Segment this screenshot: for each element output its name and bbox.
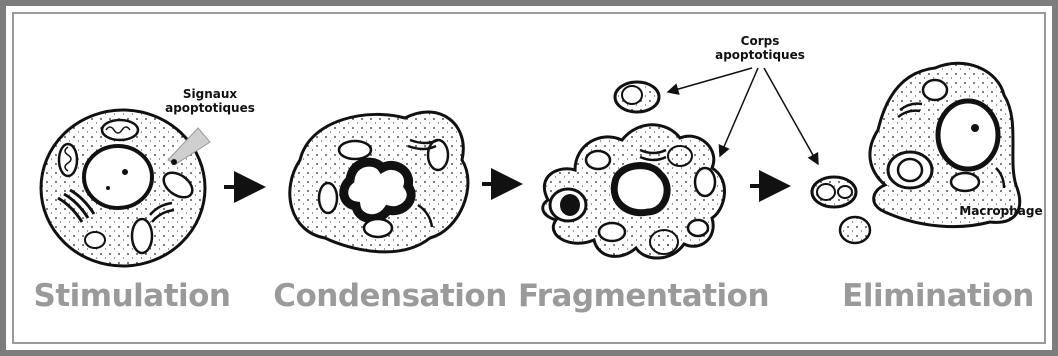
signals-line1: Signaux	[155, 87, 265, 101]
apoptotic-body	[840, 217, 870, 243]
stimulation-cell	[41, 110, 210, 266]
mitochondrion	[59, 144, 77, 176]
stage-label-elimination: Elimination	[838, 278, 1038, 322]
phagosome	[888, 152, 932, 188]
mitochondrion	[586, 151, 610, 169]
signals-line2: apoptotiques	[155, 101, 265, 115]
mitochondrion	[364, 219, 392, 237]
condensation-cell	[290, 112, 468, 252]
mitochondrion	[102, 120, 138, 140]
nucleus	[84, 146, 152, 208]
mitochondrion	[428, 140, 448, 170]
vesicle	[85, 232, 105, 248]
mitochondrion	[695, 168, 715, 196]
stage-label-stimulation: Stimulation	[22, 278, 242, 322]
signals-annotation: Signaux apoptotiques	[155, 87, 265, 115]
mitochondrion	[339, 141, 371, 159]
mitochondrion	[688, 220, 708, 236]
mitochondrion	[599, 223, 625, 241]
mitochondrion	[319, 183, 337, 213]
macrophage-nucleus	[938, 101, 998, 169]
stage-label-fragmentation: Fragmentation	[518, 278, 768, 322]
bodies-annotation: Corps apoptotiques	[705, 34, 815, 62]
stage-label-condensation: Condensation	[270, 278, 510, 322]
bodies-line2: apoptotiques	[705, 48, 815, 62]
fragmentation-cell	[543, 82, 725, 258]
macrophage-label: Macrophage	[955, 204, 1047, 218]
mitochondrion	[132, 219, 152, 253]
bodies-line1: Corps	[705, 34, 815, 48]
